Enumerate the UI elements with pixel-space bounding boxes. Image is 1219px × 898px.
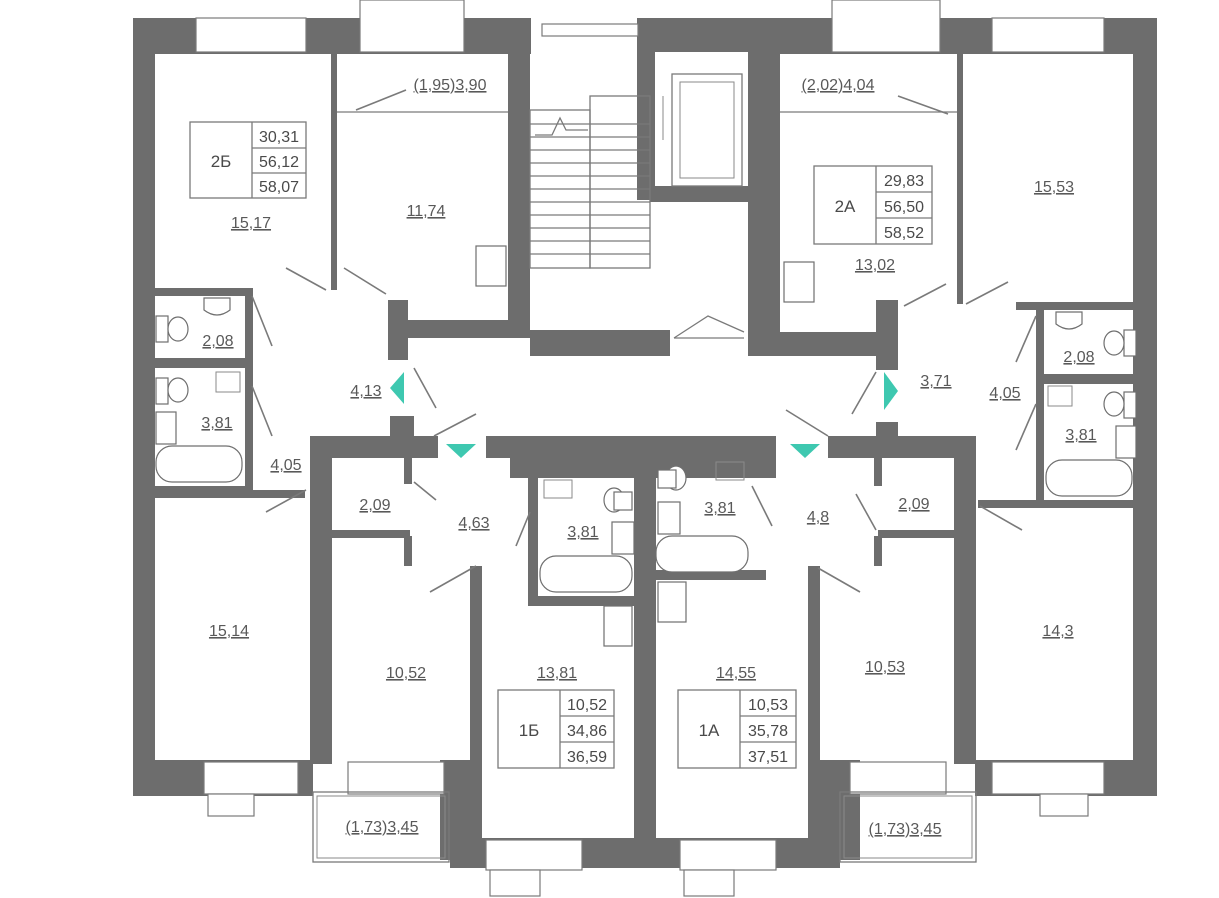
room-label-2b-bedroom: 15,14 bbox=[209, 623, 249, 640]
room-label-2b-loggia: (1,95)3,90 bbox=[414, 77, 487, 94]
balconies bbox=[312, 111, 977, 863]
apt-2b-value-2: 56,12 bbox=[259, 154, 299, 171]
room-label-2a-corridor: 4,05 bbox=[989, 385, 1020, 402]
entrance-arrows bbox=[390, 372, 898, 458]
room-label-2b-bath: 3,81 bbox=[201, 415, 232, 432]
room-label-2b-wc: 2,08 bbox=[202, 333, 233, 350]
apt-2a-value-2: 56,50 bbox=[884, 199, 924, 216]
room-label-1a-hall: 4,8 bbox=[807, 509, 829, 526]
room-labels: 15,17 (1,95)3,90 11,74 2,08 3,81 4,13 4,… bbox=[201, 77, 1096, 838]
room-label-1a-room: 10,53 bbox=[865, 659, 905, 676]
fixtures bbox=[155, 245, 1137, 647]
apt-table-2b: 2Б 30,31 56,12 58,07 bbox=[189, 121, 307, 199]
room-label-2b-kitchen: 11,74 bbox=[407, 203, 446, 220]
elevator-shaft bbox=[662, 73, 745, 339]
apt-1a-value-2: 35,78 bbox=[748, 723, 788, 740]
staircase bbox=[529, 95, 651, 269]
apt-name-1a: 1А bbox=[699, 721, 720, 740]
room-label-1b-hall: 4,63 bbox=[458, 515, 489, 532]
room-label-2a-hall: 3,71 bbox=[920, 373, 951, 390]
entrance-arrow-2b bbox=[390, 372, 404, 404]
room-label-1a-balcony: (1,73)3,45 bbox=[869, 821, 942, 838]
room-label-2b-hall: 4,13 bbox=[350, 383, 381, 400]
apt-1a-value-3: 37,51 bbox=[748, 749, 788, 766]
room-label-1a-kitchen: 14,55 bbox=[716, 665, 756, 682]
apt-table-2a: 2А 29,83 56,50 58,52 bbox=[813, 165, 933, 245]
room-label-1b-kitchen: 13,81 bbox=[537, 665, 577, 682]
room-label-1b-closet: 2,09 bbox=[359, 497, 390, 514]
apt-table-1b: 1Б 10,52 34,86 36,59 bbox=[497, 689, 615, 769]
apt-2a-value-1: 29,83 bbox=[884, 173, 924, 190]
apt-name-1b: 1Б bbox=[519, 721, 540, 740]
room-label-1a-bath: 3,81 bbox=[704, 500, 735, 517]
apt-table-1a: 1А 10,53 35,78 37,51 bbox=[677, 689, 797, 769]
apt-2b-value-1: 30,31 bbox=[259, 129, 299, 146]
room-label-2a-living: 15,53 bbox=[1034, 179, 1074, 196]
apt-2b-value-3: 58,07 bbox=[259, 179, 299, 196]
room-label-2a-wc: 2,08 bbox=[1063, 349, 1094, 366]
room-label-2a-bedroom: 14,3 bbox=[1042, 623, 1073, 640]
apt-name-2a: 2А bbox=[835, 197, 856, 216]
room-label-2a-bath: 3,81 bbox=[1065, 427, 1096, 444]
entrance-arrow-2a bbox=[884, 372, 898, 410]
room-label-1b-room: 10,52 bbox=[386, 665, 426, 682]
room-label-2a-loggia: (2,02)4,04 bbox=[802, 77, 875, 94]
apt-1b-value-2: 34,86 bbox=[567, 723, 607, 740]
room-label-1a-closet: 2,09 bbox=[898, 496, 929, 513]
entrance-arrow-1b bbox=[446, 444, 476, 458]
room-label-2b-corridor: 4,05 bbox=[270, 457, 301, 474]
entrance-arrow-1a bbox=[790, 444, 820, 458]
room-label-2b-living: 15,17 bbox=[231, 215, 271, 232]
room-label-2a-kitchen: 13,02 bbox=[855, 257, 895, 274]
room-label-1b-bath: 3,81 bbox=[567, 524, 598, 541]
apt-2a-value-3: 58,52 bbox=[884, 225, 924, 242]
doors bbox=[251, 89, 1037, 593]
apt-1b-value-3: 36,59 bbox=[567, 749, 607, 766]
apt-1a-value-1: 10,53 bbox=[748, 697, 788, 714]
apt-1b-value-1: 10,52 bbox=[567, 697, 607, 714]
windows bbox=[195, 0, 1105, 897]
room-label-1b-balcony: (1,73)3,45 bbox=[346, 819, 419, 836]
apt-name-2b: 2Б bbox=[211, 152, 232, 171]
